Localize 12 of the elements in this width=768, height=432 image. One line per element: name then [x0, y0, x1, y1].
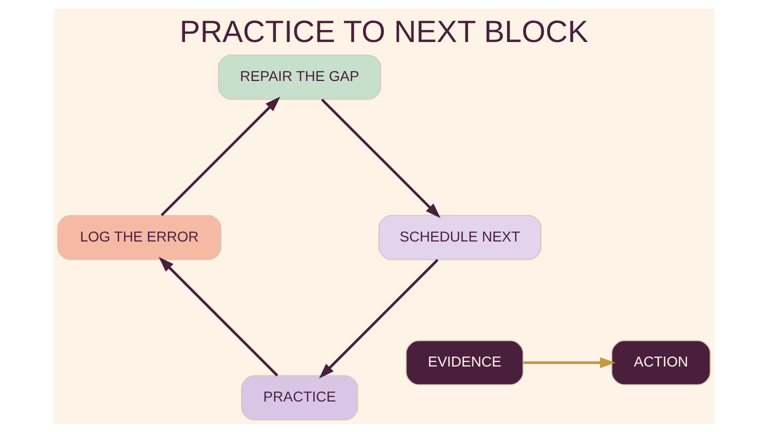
arrow — [523, 356, 616, 368]
node-box: ACTION — [611, 340, 711, 385]
node-box: PRACTICE — [241, 374, 358, 420]
arrow — [318, 258, 439, 378]
arrow — [160, 96, 280, 216]
arrow — [321, 98, 441, 218]
arrow — [158, 256, 278, 376]
node-box: EVIDENCE — [406, 340, 524, 385]
node-box: SCHEDULE NEXT — [378, 214, 542, 260]
node-box: LOG THE ERROR — [57, 214, 222, 260]
node-box: REPAIR THE GAP — [218, 54, 382, 100]
diagram-title: PRACTICE TO NEXT BLOCK — [180, 13, 588, 48]
